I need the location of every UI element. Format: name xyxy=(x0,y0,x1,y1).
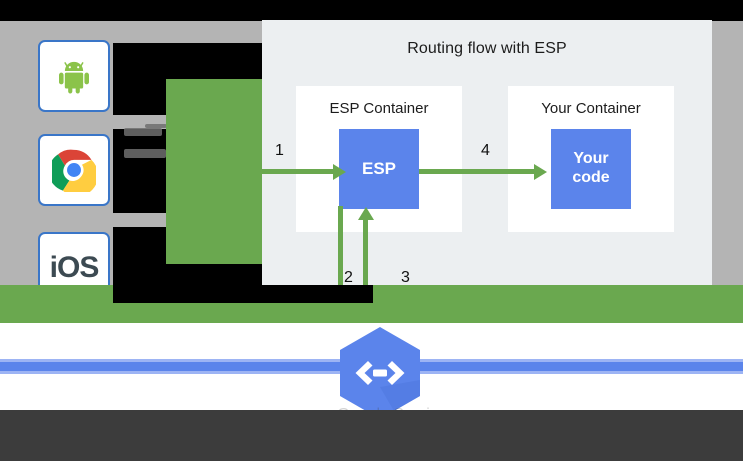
your-container-card: Your Container Your code xyxy=(508,86,674,232)
left-gray-band xyxy=(0,21,262,43)
android-icon xyxy=(59,61,89,94)
client-tile-chrome[interactable] xyxy=(38,134,110,206)
step-number-4: 4 xyxy=(481,142,490,159)
esp-box-label: ESP xyxy=(361,158,397,178)
right-gray-band xyxy=(712,21,743,305)
arrow-1-line xyxy=(262,169,335,174)
arrow-2-line xyxy=(338,206,343,319)
arrow-4-head xyxy=(534,163,547,180)
arrow-3-line xyxy=(363,218,368,319)
your-container-title: Your Container xyxy=(541,100,641,117)
google-service-control-node[interactable] xyxy=(336,325,424,421)
obscured-label-c xyxy=(124,149,166,158)
esp-box[interactable]: ESP xyxy=(339,129,419,209)
bottom-dark-bar xyxy=(0,410,743,461)
step-number-1: 1 xyxy=(275,142,284,159)
step-number-3: 3 xyxy=(401,269,410,286)
step-number-2: 2 xyxy=(344,269,353,286)
bottom-black-patch xyxy=(113,285,373,303)
arrow-4-line xyxy=(419,169,535,174)
routing-flow-panel: Routing flow with ESP ESP Container ESP … xyxy=(262,20,712,319)
ios-label: iOS xyxy=(49,251,100,284)
green-backdrop-block xyxy=(166,79,263,264)
panel-title: Routing flow with ESP xyxy=(407,40,567,57)
service-connector-stub-a xyxy=(338,303,375,307)
chrome-icon xyxy=(52,149,96,192)
your-code-box[interactable]: Your code xyxy=(551,129,631,209)
obscured-label-b xyxy=(145,124,167,128)
esp-container-card: ESP Container ESP xyxy=(296,86,462,232)
your-code-label: Your code xyxy=(572,150,610,186)
top-black-band xyxy=(0,0,743,21)
esp-container-title: ESP Container xyxy=(329,100,429,117)
client-tile-android[interactable] xyxy=(38,40,110,112)
arrow-1-head xyxy=(333,163,346,180)
obscured-label-a xyxy=(124,128,162,136)
arrow-3-head xyxy=(357,207,374,220)
service-connector-stub-b xyxy=(338,313,375,317)
code-brackets-hexagon-icon xyxy=(340,327,420,419)
